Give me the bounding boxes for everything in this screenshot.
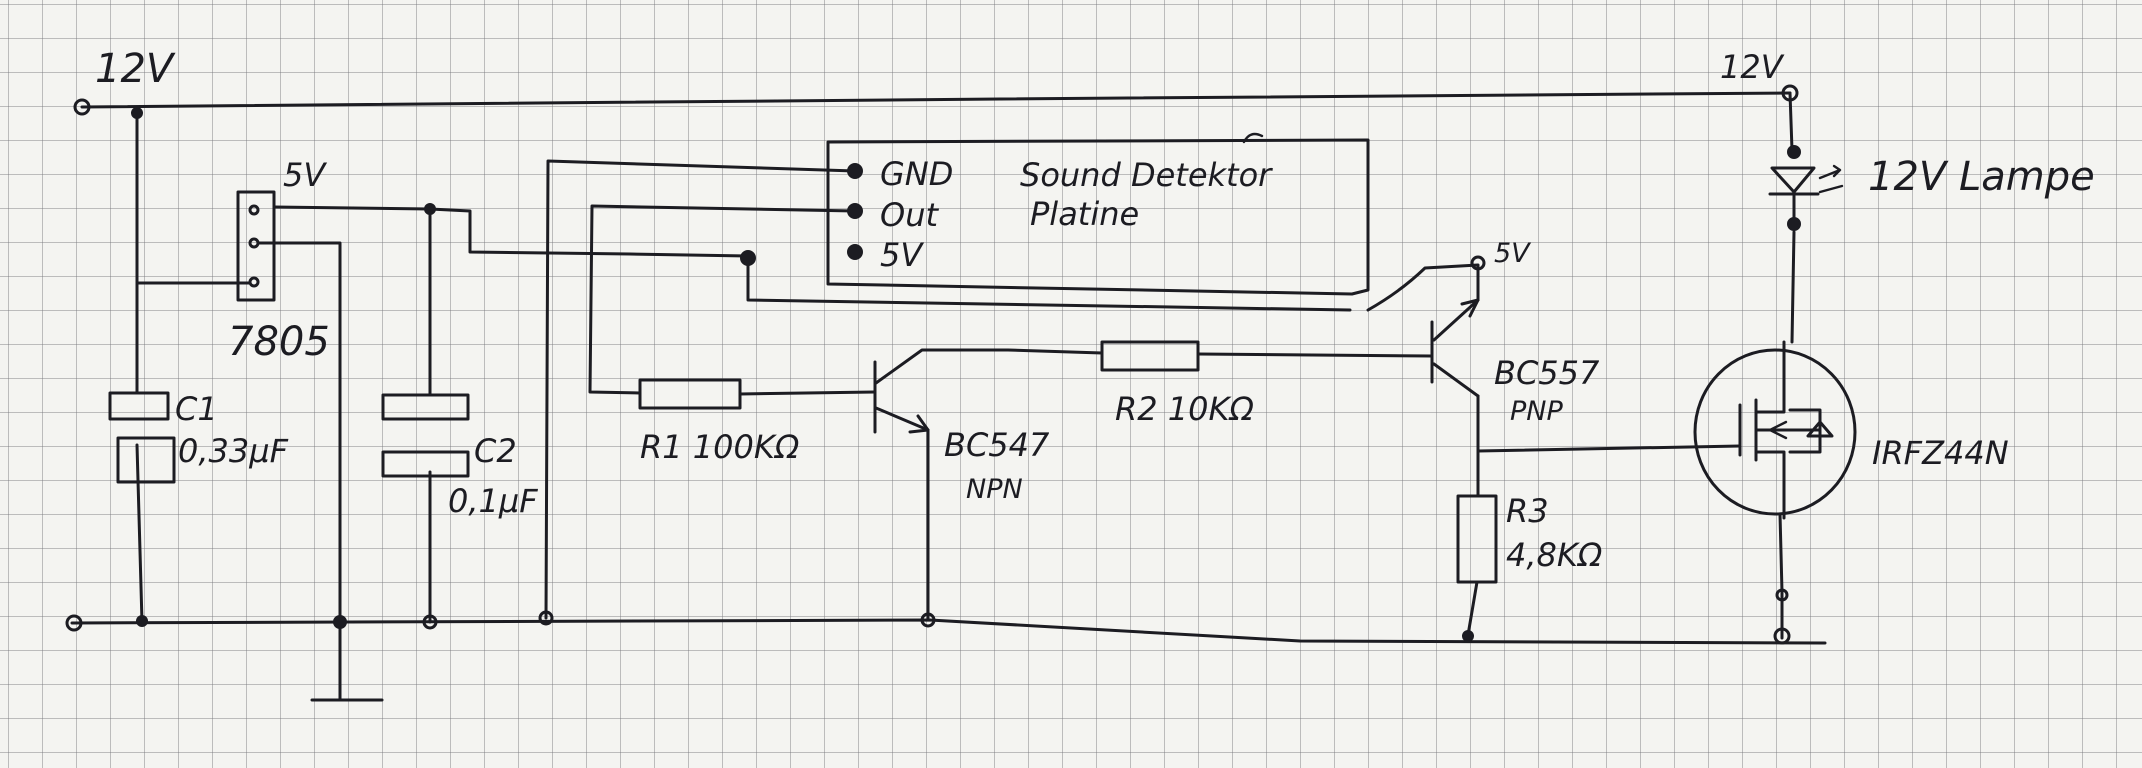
label-board-subtitle: Platine <box>1030 195 1139 233</box>
label-bc547-type: NPN <box>966 474 1023 505</box>
wire-r3-to-gnd <box>1466 580 1479 637</box>
terminal-lamp-12v <box>1781 84 1799 102</box>
wire-regulator-gnd <box>256 241 342 702</box>
label-bc557: BC557 <box>1494 354 1600 392</box>
input-ground-terminal <box>65 614 83 632</box>
label-input-12v: 12V <box>95 46 176 92</box>
wire-board-gnd <box>544 159 857 620</box>
regulator-7805 <box>236 190 276 302</box>
junction-mosfet-source <box>1775 588 1789 602</box>
mosfet-gate-arrow <box>1768 420 1788 440</box>
input-12v-terminal <box>73 98 91 116</box>
mosfet-body-diode <box>1806 420 1834 438</box>
junction-lamp-top <box>1787 145 1801 159</box>
capacitor-c1-plate-a <box>108 391 170 421</box>
label-mosfet: IRFZ44N <box>1872 434 2009 472</box>
wire-gate-drive <box>1476 444 1742 453</box>
junction-c1-gnd <box>136 615 148 627</box>
junction-board-gnd <box>538 610 554 626</box>
regulator-pin-out <box>248 204 260 216</box>
transistor-bc557 <box>1430 298 1480 398</box>
label-lamp: 12V Lampe <box>1868 154 2095 200</box>
pin-5v <box>847 244 863 260</box>
label-bc547: BC547 <box>944 426 1050 464</box>
wire-lamp-12v <box>1788 91 1794 152</box>
junction-regulator-gnd <box>333 615 347 629</box>
label-pin-5v: 5V <box>880 236 924 274</box>
wire-c1 <box>135 281 144 624</box>
junction-mosfet-gnd <box>1773 627 1791 645</box>
regulator-pin-in <box>248 276 260 288</box>
resistor-r2 <box>1100 340 1200 372</box>
label-r3-ref: R3 <box>1506 492 1549 530</box>
junction-c2-5v <box>424 203 436 215</box>
transistor-bc547 <box>873 348 1104 434</box>
label-c2-ref: C2 <box>474 432 517 470</box>
terminal-bc557-5v <box>1470 255 1486 271</box>
label-board-title: Sound Detektor <box>1020 156 1273 194</box>
wire-lamp-to-mosfet <box>1790 194 1796 344</box>
label-bc557-type: PNP <box>1510 396 1563 427</box>
board-corner-mark <box>1242 132 1264 144</box>
junction-c2-gnd <box>422 614 438 630</box>
junction-lamp-bottom <box>1787 217 1801 231</box>
capacitor-c2-plate-a <box>381 393 470 421</box>
label-c1-ref: C1 <box>175 390 218 428</box>
wire-12v-rail <box>80 91 1792 109</box>
wire-board-out <box>588 204 857 395</box>
label-bc557-5v: 5V <box>1494 238 1532 269</box>
sound-detector-board <box>826 138 1370 296</box>
junction-bc547-gnd <box>920 612 936 628</box>
capacitor-c1-plate-b <box>116 436 176 484</box>
capacitor-c2-plate-b <box>381 450 470 478</box>
label-regulator-7805: 7805 <box>228 319 330 365</box>
resistor-r1 <box>638 378 742 410</box>
label-c1-value: 0,33µF <box>178 432 289 470</box>
mosfet-irfz44n-symbol <box>1738 340 1822 520</box>
resistor-r3 <box>1456 494 1498 584</box>
junction-r3-gnd <box>1462 630 1474 642</box>
junction-12v-in <box>131 107 143 119</box>
junction-5v-board <box>740 250 756 266</box>
wire-mosfet-source-gnd <box>1778 512 1784 640</box>
label-pin-gnd: GND <box>880 155 953 193</box>
label-c2-value: 0,1µF <box>448 482 538 520</box>
label-r2: R2 10KΩ <box>1115 390 1254 428</box>
lamp-led-symbol <box>1768 166 1820 196</box>
wire-ground-rail <box>70 618 1827 645</box>
label-lamp-rail-12v: 12V <box>1720 48 1785 86</box>
wire-r1-to-bc547 <box>738 390 877 396</box>
wire-regulator-5v-out <box>272 205 1352 312</box>
label-pin-out: Out <box>880 196 939 234</box>
label-regulator-5v: 5V <box>283 156 327 194</box>
wire-12v-to-regulator <box>135 111 252 285</box>
mosfet-irfz44n-body <box>1693 348 1857 516</box>
label-r1: R1 100KΩ <box>640 428 800 466</box>
wire-r2-to-bc557 <box>1196 352 1434 358</box>
label-r3-value: 4,8KΩ <box>1506 536 1603 574</box>
wire-bc557-emitter-5v <box>1366 263 1480 312</box>
lamp-light-rays <box>1818 164 1844 194</box>
